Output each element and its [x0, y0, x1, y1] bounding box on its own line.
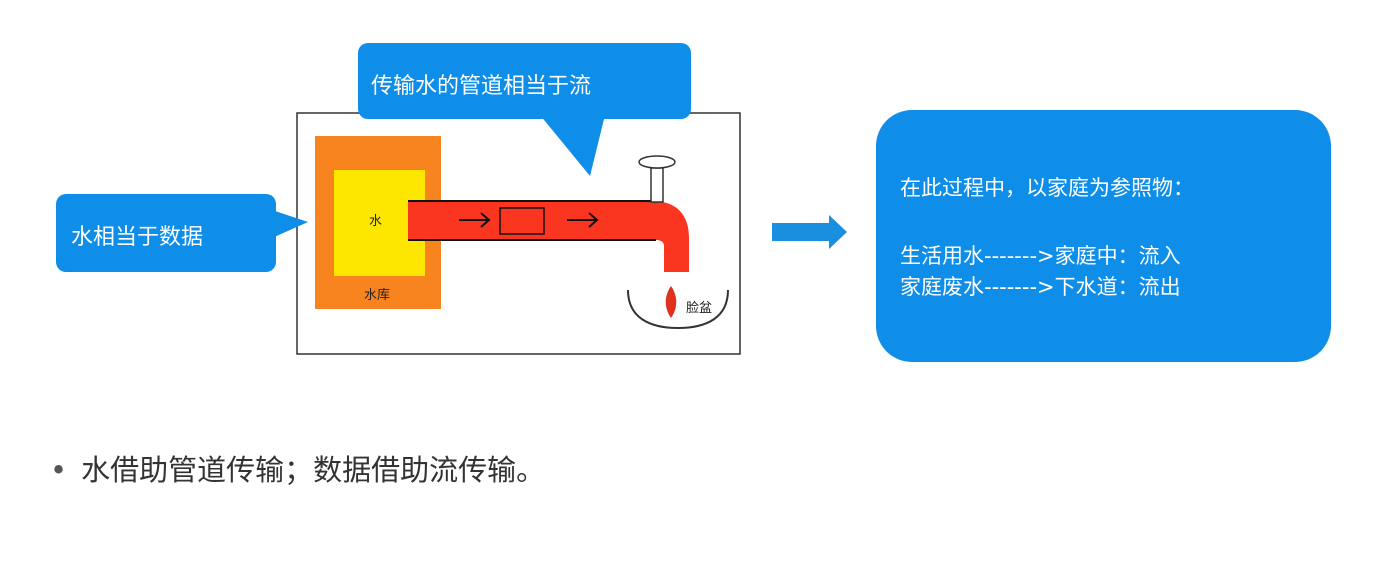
panel-line-1: 在此过程中，以家庭为参照物：	[900, 176, 1194, 200]
basin	[627, 289, 729, 330]
flow-arrow-left	[459, 212, 491, 228]
callout-pipe-text: 传输水的管道相当于流	[371, 74, 592, 99]
pipe	[408, 201, 689, 272]
basin-label: 脸盆	[686, 301, 713, 316]
faucet-stem	[650, 167, 664, 203]
callout-pipe-bubble	[358, 43, 691, 119]
callout-water-text: 水相当于数据	[71, 225, 204, 250]
water-drop	[665, 286, 677, 318]
callout-pipe-tail	[540, 115, 605, 176]
bullet-item: • 水借助管道传输；数据借助流传输。	[50, 447, 545, 489]
panel-line-2: 生活用水------->家庭中：流入	[900, 244, 1181, 268]
panel-line-3: 家庭废水------->下水道：流出	[900, 275, 1181, 299]
reservoir-label: 水库	[364, 288, 391, 303]
bullet-text: 水借助管道传输；数据借助流传输。	[81, 453, 546, 487]
faucet-handle	[638, 155, 676, 169]
callout-water-tail	[272, 210, 308, 238]
explanation-panel	[876, 110, 1331, 362]
callout-water-bubble	[56, 194, 276, 272]
flow-arrow-right	[567, 212, 599, 228]
water-label: 水	[369, 214, 383, 229]
result-arrow	[772, 215, 847, 249]
data-packet	[499, 207, 545, 235]
bullet-dot: •	[50, 453, 68, 487]
